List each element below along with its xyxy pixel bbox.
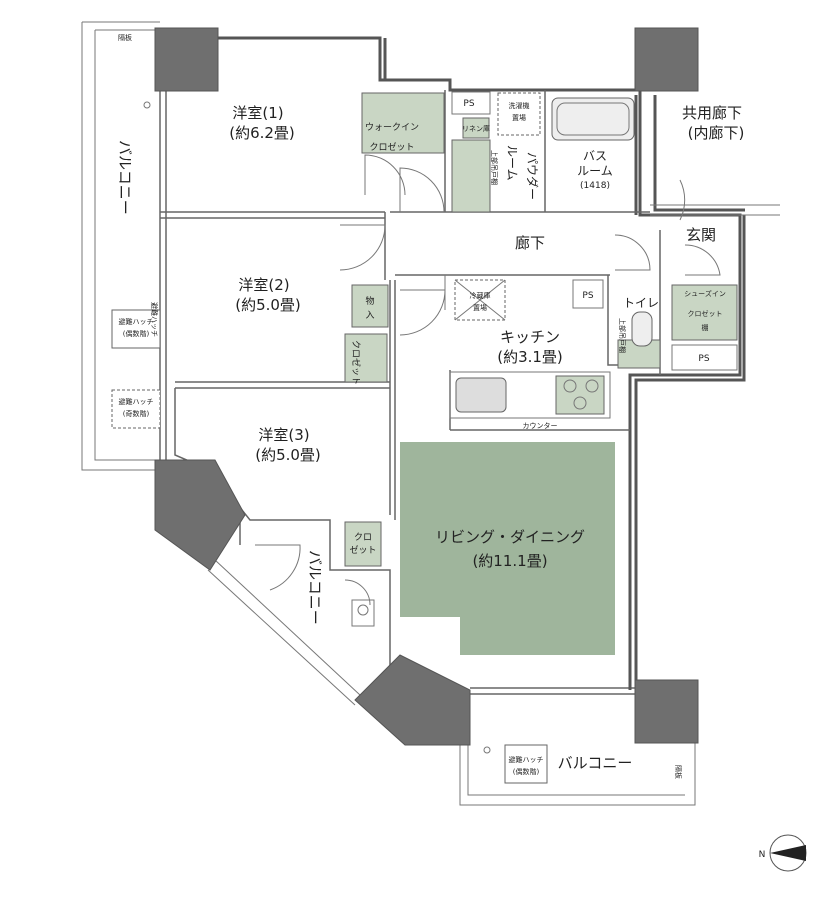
label-walk-in-1: ウォークイン [365,122,419,133]
room-toilet: トイレ [623,296,659,310]
ldk-area [400,442,615,655]
linen-storage [462,117,490,139]
monoire-storage [351,284,389,328]
label-monoire-2: 入 [365,310,374,321]
room-bath-line2: ルーム [577,164,613,178]
label-shelf: 棚 [702,323,709,332]
common-corridor-line1: 共用廊下 [682,104,742,122]
hatch-2 [111,389,161,429]
common-corridor-line2: (内廊下) [688,124,745,142]
room-western1-size: (約6.2畳) [229,124,295,142]
sink [455,377,507,413]
label-monoire-1: 物 [365,295,374,307]
label-ps-3: PS [698,354,709,364]
label-linen: リネン庫 [462,124,490,133]
label-closet-3-2: ゼット [349,544,376,556]
label-washer-2: 置場 [512,113,526,122]
label-shoes-in: シューズイン [684,289,726,298]
partition-label-1: 隔板 [118,33,132,42]
room-entrance: 玄関 [686,226,716,244]
room-kitchen-size: (約3.1畳) [497,348,563,366]
room-bath-line1: バス [583,149,607,163]
hatch-ladder-label: 避難ハッチ [150,302,159,337]
pillar-s [354,654,471,746]
balcony-west-label: バルコニー [116,140,134,215]
pillar-ne [634,27,699,92]
label-fridge-2: 置場 [473,303,487,312]
label-counter: カウンター [523,421,558,430]
label-upper-shelf-2: 上部吊戸棚 [490,150,499,185]
bathtub [551,97,635,141]
washer-space [497,92,541,136]
balcony-southwest-outline [207,559,361,706]
balcony-west-outline [81,21,167,471]
balcony-southwest-label: バルコニー [306,550,324,625]
hatch-3-line2: (偶数階) [513,767,540,776]
label-fridge-1: 冷蔵庫 [470,291,491,300]
room-western2-size: (約5.0畳) [235,296,301,314]
label-upper-shelf: 上部吊戸棚 [618,318,627,353]
hatch-2-line1: 避難ハッチ [119,397,154,406]
fridge-space [454,279,506,321]
partition-label-2: 隔板 [674,765,683,779]
label-closet-3-1: クロ [354,532,372,543]
closet-3 [344,521,382,567]
closet-2 [344,333,388,383]
stove [555,375,605,415]
balcony-south-label: バルコニー [558,754,633,772]
room-ldk-size: (約11.1畳) [472,552,547,570]
room-kitchen-name: キッチン [500,328,560,346]
toilet-fixture [631,311,738,371]
compass-north-label: N [759,850,766,860]
hatches [111,101,548,784]
room-western2-name: 洋室(2) [238,276,289,294]
room-bath-size: (1418) [580,181,610,191]
room-western3-name: 洋室(3) [258,426,309,444]
label-ps-2: PS [582,291,593,301]
room-powder: パウダー [525,152,540,200]
hatch-3-line1: 避難ハッチ [509,755,544,764]
label-shoes-closet: クロゼット [688,309,723,318]
room-western3-size: (約5.0畳) [255,446,321,464]
label-walk-in-2: クロゼット [369,141,414,153]
hatch-3 [504,744,548,784]
hatch-1-line2: (偶数階) [123,329,150,338]
label-ps-1: PS [463,99,474,109]
bath-fixtures [451,91,635,141]
pillar-nw [154,27,219,92]
pillar-w [154,459,246,571]
room-corridor: 廊下 [515,234,545,252]
pillar-se [634,679,699,744]
pillars [154,27,699,746]
compass-needle-icon [770,845,806,861]
doors [255,154,721,606]
hatch-1-line1: 避難ハッチ [119,317,154,326]
hatch-1 [111,309,161,349]
label-closet-2: クロゼット [350,340,362,385]
label-washer-1: 洗濯機 [509,101,530,110]
room-western1-name: 洋室(1) [232,104,283,122]
walk-in-closet [361,92,445,154]
powder-vanity [451,139,491,213]
room-ldk-name: リビング・ダイニング [435,528,585,546]
room-powder-room: ルーム [505,145,519,181]
storage-areas [344,92,738,567]
hatch-2-line2: (奇数階) [123,409,150,418]
compass: N [759,834,807,872]
balcony-south-outline [459,687,696,806]
shoes-in-closet [671,284,738,341]
kitchen-fixtures [449,279,611,419]
